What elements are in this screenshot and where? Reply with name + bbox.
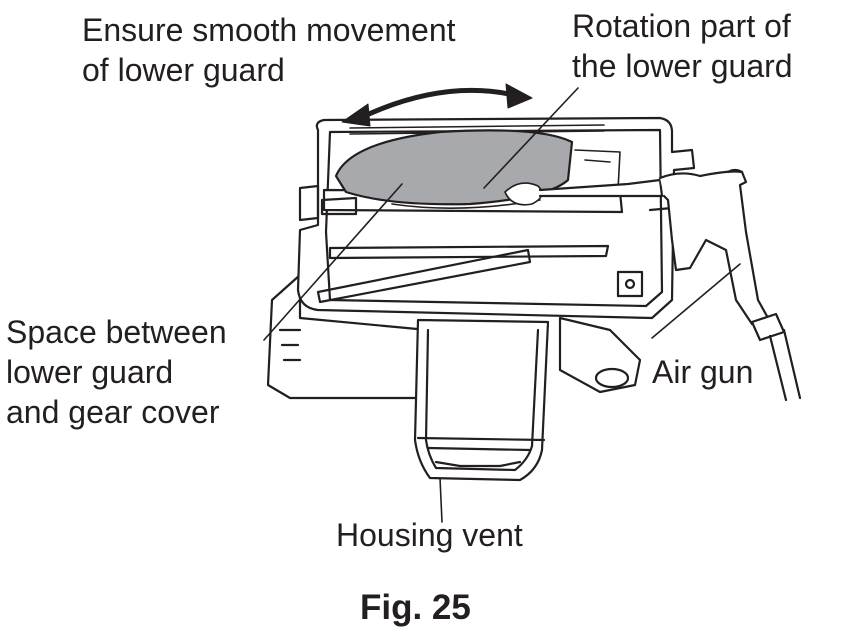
leader-rotation xyxy=(483,87,579,189)
label-ensure-line2: of lower guard xyxy=(82,52,285,88)
label-space-line2: lower guard xyxy=(6,354,174,390)
figure-caption: Fig. 25 xyxy=(360,588,471,627)
air-gun xyxy=(538,168,802,402)
leader-housing xyxy=(439,477,443,523)
label-air-gun: Air gun xyxy=(652,354,754,390)
leader-space xyxy=(263,183,403,341)
label-space-line3: and gear cover xyxy=(6,394,220,430)
label-rotation-line1: Rotation part of xyxy=(572,8,791,44)
label-housing-vent: Housing vent xyxy=(336,517,523,553)
label-rotation-line2: the lower guard xyxy=(572,48,793,84)
motor-body xyxy=(266,273,430,400)
label-ensure-line1: Ensure smooth movement xyxy=(82,12,456,48)
rotation-arrow xyxy=(357,87,521,121)
leader-air-gun xyxy=(651,263,741,339)
label-space-line1: Space between xyxy=(6,314,227,350)
